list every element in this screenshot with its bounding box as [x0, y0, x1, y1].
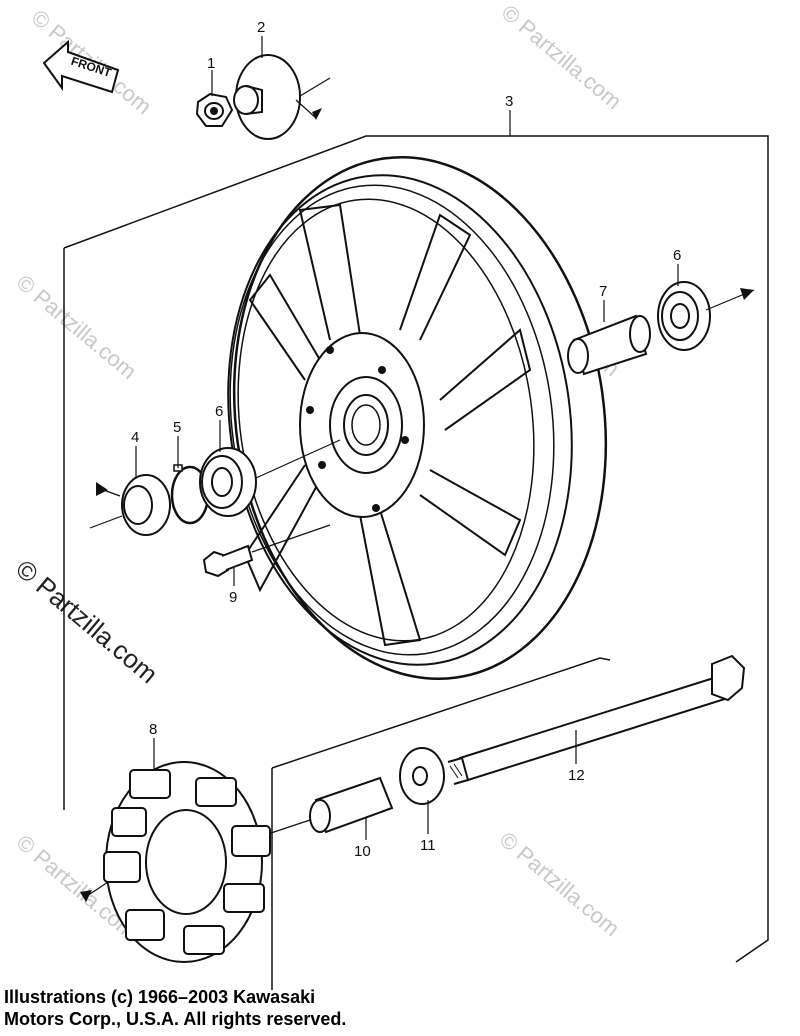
- part-washer: [399, 747, 445, 805]
- label-part-11: 11: [420, 837, 436, 854]
- label-part-4: 4: [131, 429, 139, 446]
- part-bearing-right: [657, 281, 755, 351]
- label-part-9: 9: [229, 589, 237, 606]
- label-part-8: 8: [149, 721, 157, 738]
- label-part-2: 2: [257, 19, 265, 36]
- part-collar-10: [267, 776, 394, 835]
- watermark-bottom-right: © Partzilla.com: [495, 827, 625, 941]
- copyright-line-2: Motors Corp., U.S.A. All rights reserved…: [4, 1009, 347, 1029]
- leader-lines: [135, 36, 679, 840]
- label-part-3: 3: [505, 93, 513, 110]
- part-collar: [233, 54, 331, 140]
- part-damper: [80, 761, 271, 963]
- part-seal: [89, 474, 171, 536]
- copyright-line-1: Illustrations (c) 1966–2003 Kawasaki: [4, 987, 316, 1007]
- part-wheel: [227, 156, 608, 680]
- part-labels: 1 2 3 4 5 6 6 7 8 9 10 11 12: [131, 19, 681, 860]
- sub-assembly-outline: [271, 657, 611, 769]
- assembly-outline-top: [63, 135, 769, 963]
- label-part-6-left: 6: [215, 403, 223, 420]
- watermark-mid-left: © Partzilla.com: [12, 270, 142, 384]
- part-axle: [447, 654, 746, 785]
- part-bearing-left: [199, 439, 341, 517]
- copyright-notice: Illustrations (c) 1966–2003 Kawasaki Mot…: [4, 986, 524, 1030]
- part-nut: [195, 92, 234, 127]
- label-part-1: 1: [207, 55, 215, 72]
- watermark-top-right: © Partzilla.com: [497, 0, 627, 114]
- label-part-7: 7: [599, 283, 607, 300]
- part-bolt: [202, 524, 331, 578]
- label-part-6-right: 6: [673, 247, 681, 264]
- part-spacer: [567, 314, 651, 376]
- label-part-12: 12: [568, 767, 585, 784]
- watermark-center-left: © Partzilla.com: [10, 554, 163, 690]
- label-part-5: 5: [173, 419, 181, 436]
- label-part-10: 10: [354, 843, 371, 860]
